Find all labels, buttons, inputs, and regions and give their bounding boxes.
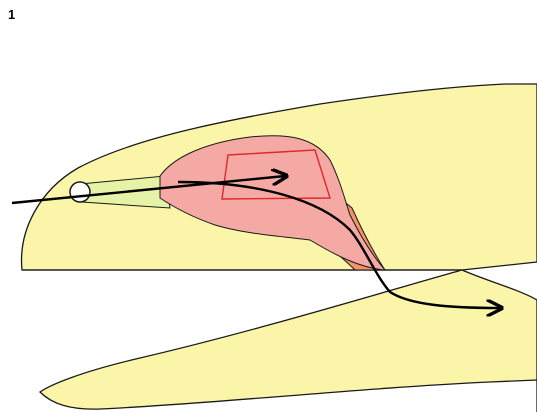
duct-opening-circle bbox=[70, 182, 90, 202]
head-lower-jaw bbox=[40, 270, 537, 412]
